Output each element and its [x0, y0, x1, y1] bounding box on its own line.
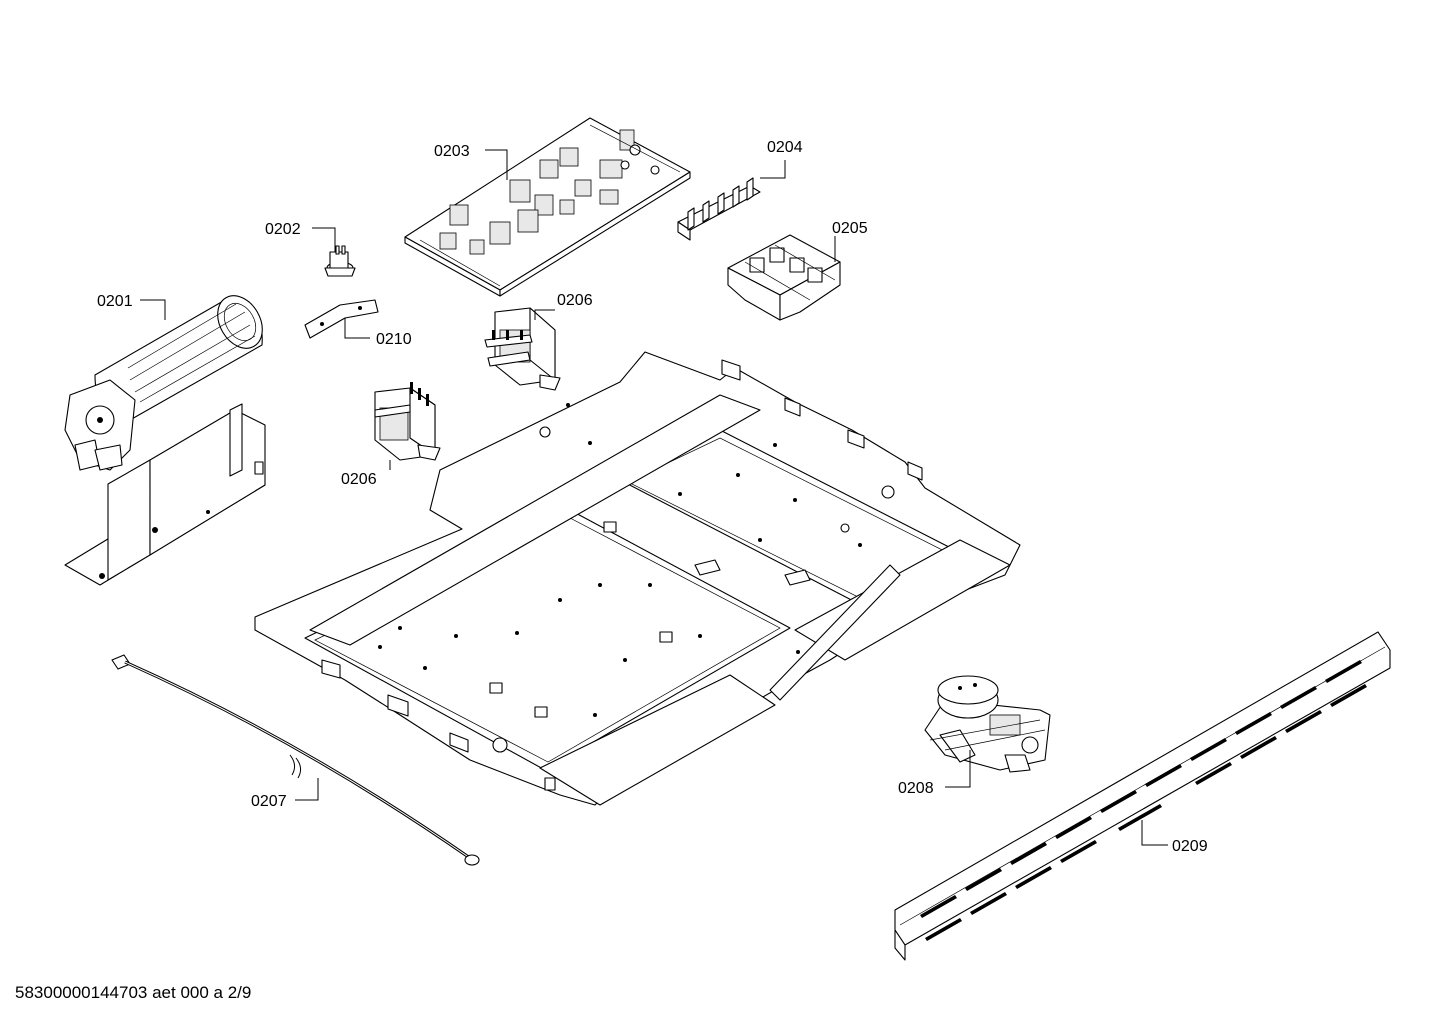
thermostat-0202 — [324, 245, 356, 277]
plate-tabs — [321, 359, 923, 791]
rail-slots — [920, 660, 1367, 941]
rail-0209 — [894, 631, 1391, 961]
label-0203: 0203 — [434, 143, 470, 160]
label-0208: 0208 — [898, 780, 934, 797]
cable-0207 — [111, 654, 480, 866]
label-0210: 0210 — [376, 331, 412, 348]
part-labels: 0201 0202 0203 0204 0205 0206 0206 0207 … — [97, 139, 1208, 855]
label-0206-upper: 0206 — [557, 292, 593, 309]
base-plate — [254, 351, 1021, 806]
label-0204: 0204 — [767, 139, 803, 156]
label-0206-lower: 0206 — [341, 471, 377, 488]
label-0202: 0202 — [265, 221, 301, 238]
label-0201: 0201 — [97, 293, 133, 310]
fan-motor-0201 — [64, 295, 263, 471]
control-board-0203 — [404, 117, 691, 297]
terminal-block-0205 — [727, 234, 841, 321]
label-0207: 0207 — [251, 793, 287, 810]
fan-bracket — [64, 403, 266, 586]
bracket-0210 — [304, 299, 379, 339]
motor-assembly-0208 — [924, 675, 1051, 773]
label-0205: 0205 — [832, 220, 868, 237]
label-0209: 0209 — [1172, 838, 1208, 855]
leader-lines — [140, 149, 1168, 846]
plate-holes — [378, 403, 895, 753]
connector-strip-0204 — [677, 177, 761, 241]
drawing-footer-code: 58300000144703 aet 000 a 2/9 — [15, 983, 251, 1002]
transformer-0206-upper — [484, 307, 561, 391]
transformer-0206-lower — [374, 382, 441, 461]
